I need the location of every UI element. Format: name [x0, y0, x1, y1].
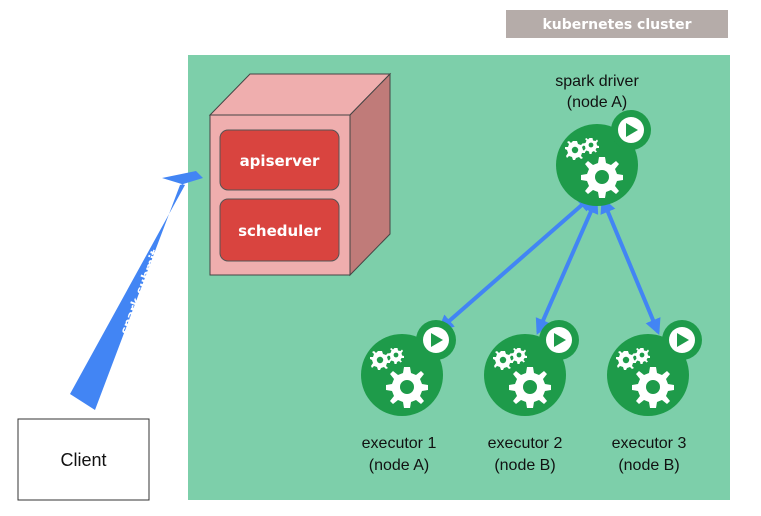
cluster-badge-label: kubernetes cluster	[542, 17, 691, 33]
scheduler-block	[219, 198, 340, 262]
cluster-badge	[506, 10, 728, 38]
apiserver-block	[219, 129, 340, 191]
executor-3-label-line1: executor 3	[612, 435, 687, 452]
executor-2-label-line1: executor 2	[488, 435, 563, 452]
arrow-driver-executor-2	[535, 197, 599, 335]
spark-submit-arrow	[70, 171, 203, 410]
executor-2-label-line2: (node B)	[494, 457, 555, 474]
executor-3-label-line2: (node B)	[618, 457, 679, 474]
executor-1-label-line2: (node A)	[369, 457, 429, 474]
driver-label-line1: spark driver	[555, 73, 639, 90]
driver-label-line2: (node A)	[567, 94, 627, 111]
arrow-driver-executor-3	[600, 197, 661, 335]
scheduler-label: scheduler	[238, 222, 321, 240]
client-box[interactable]	[17, 418, 150, 501]
client-label: Client	[60, 450, 106, 470]
spark-submit-label: spark-submit	[117, 248, 162, 337]
executor-1-label-line1: executor 1	[362, 435, 437, 452]
apiserver-label: apiserver	[240, 152, 320, 170]
